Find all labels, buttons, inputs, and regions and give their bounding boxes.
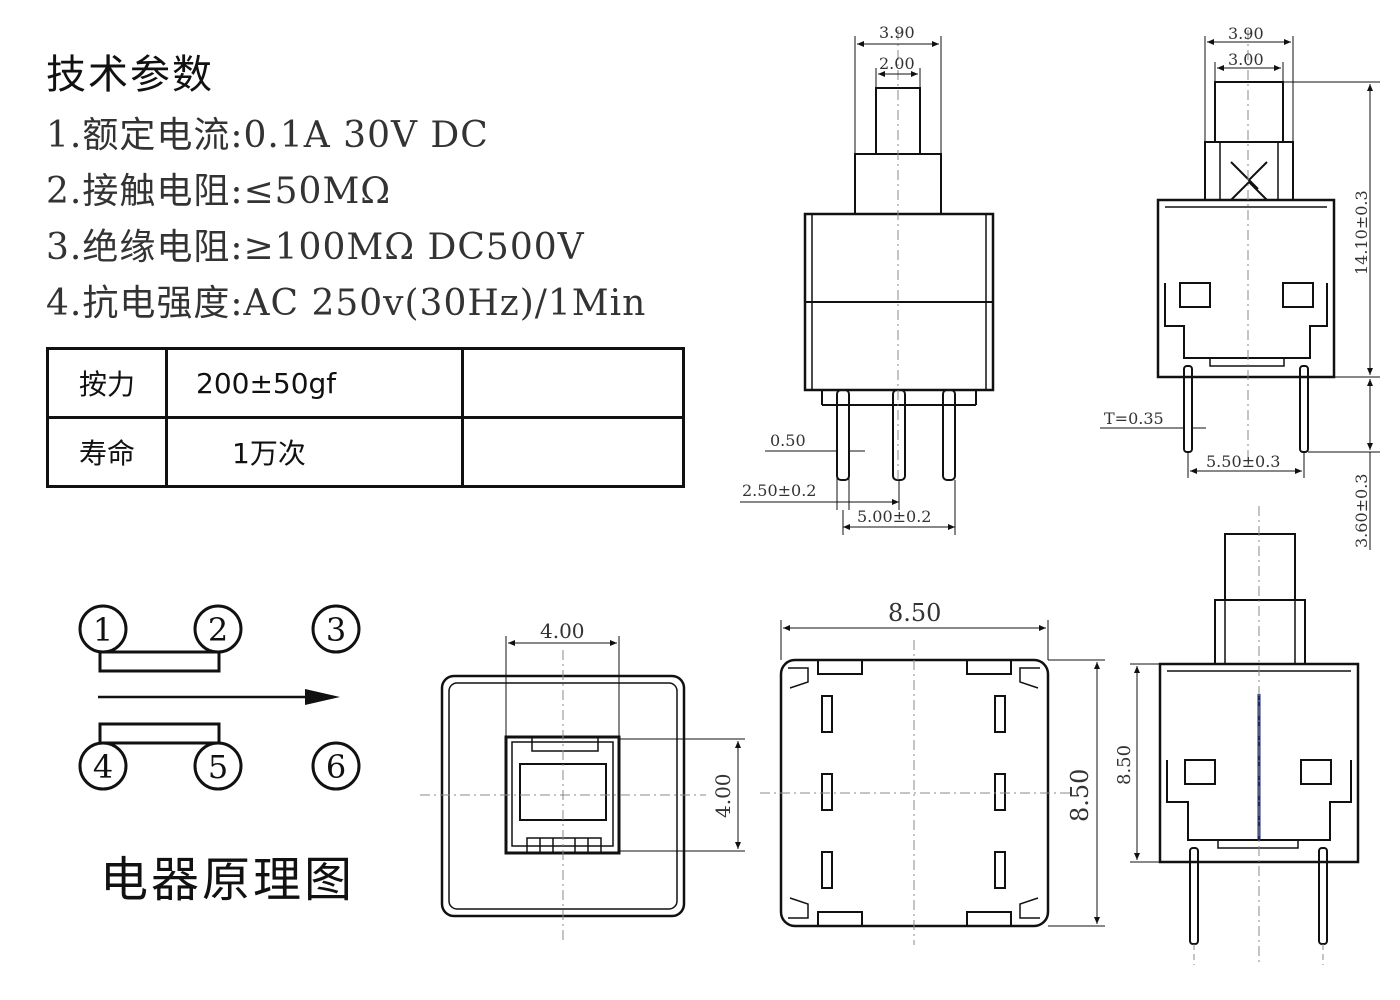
side-view: [1156, 30, 1336, 470]
circuit-schematic: [78, 604, 361, 791]
terminal-2-label: 2: [208, 611, 228, 649]
spec-rated-current: 1.额定电流:0.1A 30V DC: [46, 115, 489, 156]
terminal-3-label: 3: [326, 611, 346, 649]
bottom-dimensions: [780, 620, 1105, 927]
dim-top-inner-height: 4.00: [711, 773, 735, 818]
force-extra: [461, 347, 685, 419]
dim-side-height: 14.10±0.3: [1352, 190, 1371, 275]
dim-bottom-height: 8.50: [1066, 769, 1094, 822]
circuit-caption: 电器原理图: [100, 852, 356, 908]
dim-front-pitch-2: 5.00±0.2: [857, 507, 931, 526]
front-view: [803, 30, 995, 481]
force-value: 200±50gf: [165, 347, 464, 419]
dim-side-plunger: 3.00: [1228, 50, 1264, 69]
top-dimensions: [505, 636, 745, 852]
section-view: [1158, 506, 1360, 965]
force-label: 按力: [46, 347, 168, 419]
dim-front-width: 3.90: [879, 23, 915, 42]
params-table: 按力 200±50gf 寿命 1万次: [46, 347, 685, 488]
life-value: 1万次: [165, 416, 464, 488]
dim-side-thickness: T=0.35: [1104, 409, 1164, 428]
spec-contact-resistance: 2.接触电阻:≤50MΩ: [46, 171, 392, 212]
spec-title: 技术参数: [46, 52, 214, 98]
table-row: 按力 200±50gf: [46, 347, 685, 419]
dim-front-pin-width: 0.50: [770, 431, 806, 450]
terminal-1-label: 1: [93, 611, 113, 649]
contact-bar-top: [98, 650, 221, 673]
actuation-arrow-head: [305, 689, 340, 705]
dim-top-inner-width: 4.00: [540, 619, 585, 643]
dim-section-height: 8.50: [1114, 745, 1135, 785]
dim-bottom-width: 8.50: [888, 599, 941, 627]
terminal-4-label: 4: [93, 748, 113, 786]
section-dimensions: [1130, 663, 1160, 863]
terminal-6-circle: [311, 741, 361, 791]
dim-side-pin-length: 3.60±0.3: [1352, 474, 1371, 548]
dim-side-width: 3.90: [1228, 24, 1264, 43]
top-view: [420, 650, 706, 940]
side-dimensions: [1100, 36, 1380, 550]
contact-bar-bottom: [98, 722, 221, 745]
life-extra: [461, 416, 685, 488]
dim-side-pin-span: 5.50±0.3: [1206, 452, 1280, 471]
spec-insulation-resistance: 3.绝缘电阻:≥100MΩ DC500V: [46, 227, 585, 268]
terminal-5-label: 5: [208, 748, 228, 786]
bottom-view: [760, 640, 1070, 945]
spec-dielectric-strength: 4.抗电强度:AC 250v(30Hz)/1Min: [46, 283, 647, 324]
table-row: 寿命 1万次: [46, 416, 685, 488]
terminal-6-label: 6: [326, 748, 346, 786]
dim-front-plunger: 2.00: [879, 54, 915, 73]
terminal-3-circle: [311, 604, 361, 654]
dim-front-pitch-1: 2.50±0.2: [742, 481, 816, 500]
front-dimensions: [740, 36, 956, 535]
life-label: 寿命: [46, 416, 168, 488]
